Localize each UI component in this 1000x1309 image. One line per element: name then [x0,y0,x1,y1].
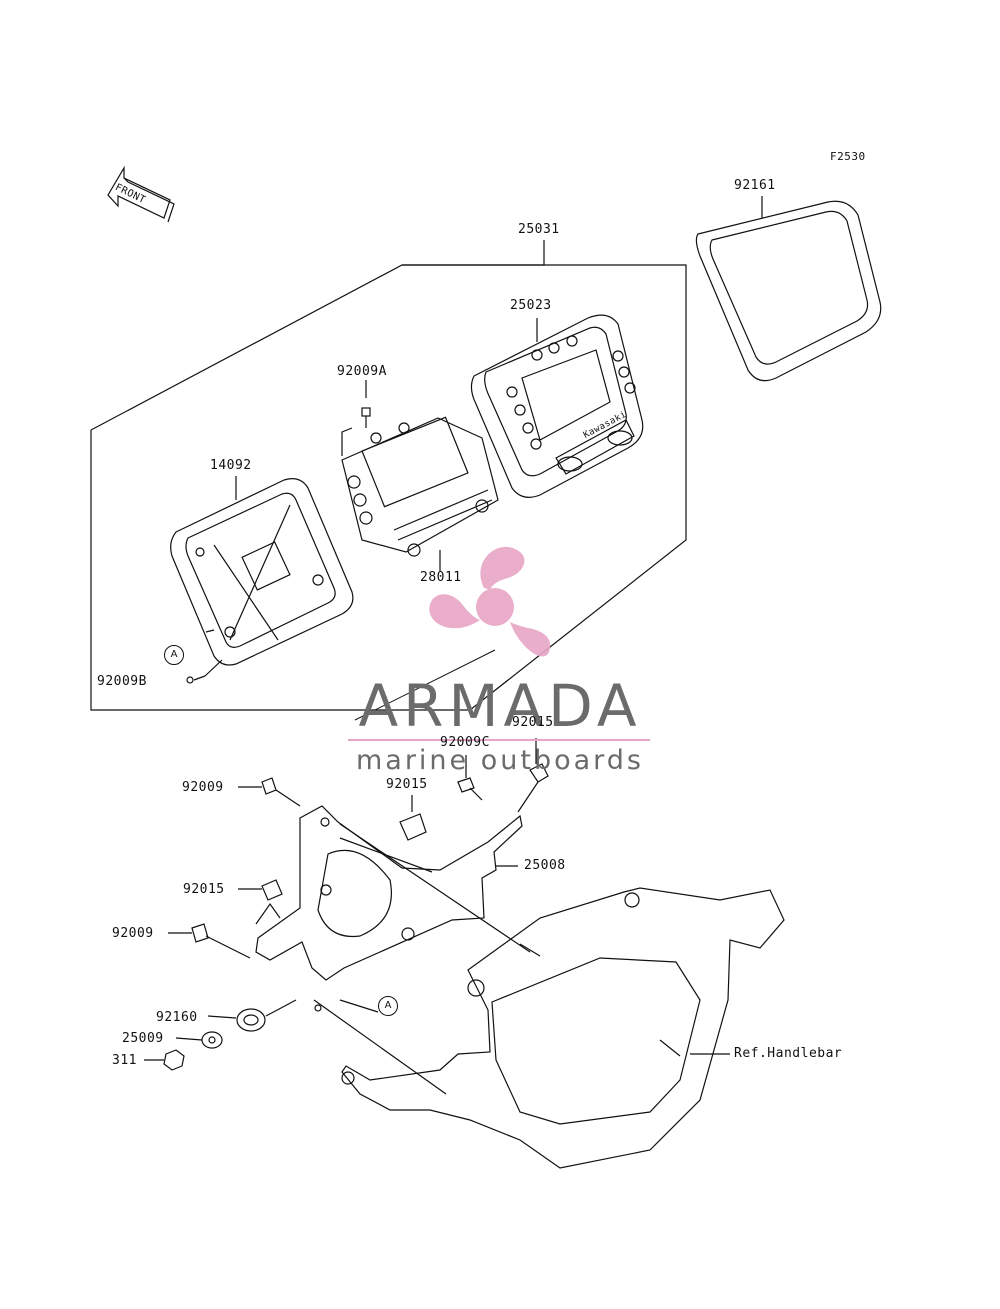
watermark-subtitle: marine outboards [355,745,644,776]
part-label-92009A[interactable]: 92009A [337,364,387,379]
figure-code: F2530 [830,150,866,163]
callout-a-upper: A [164,645,184,665]
part-label-92161[interactable]: 92161 [734,178,776,193]
part-label-92160[interactable]: 92160 [156,1010,198,1025]
handlebar-cover [313,823,785,1169]
gasket-ring-92161 [695,196,882,382]
nut-311 [144,1049,185,1071]
screw-92009C [457,755,483,801]
part-label-28011[interactable]: 28011 [420,570,462,585]
screw-92009-top [238,777,301,807]
assembly-box-outline [90,264,687,711]
part-label-25008[interactable]: 25008 [524,858,566,873]
clip-92015-top [517,738,549,813]
circuit-board-28011 [341,416,499,572]
part-label-92009-top[interactable]: 92009 [182,780,224,795]
callout-a-lower: A [378,996,398,1016]
part-label-311[interactable]: 311 [112,1053,137,1068]
part-label-92015-top[interactable]: 92015 [512,715,554,730]
part-label-14092[interactable]: 14092 [210,458,252,473]
part-label-92015-left[interactable]: 92015 [183,882,225,897]
front-arrow-icon [107,165,175,223]
reference-label-handlebar[interactable]: Ref.Handlebar [734,1046,843,1061]
grommet-92160 [207,999,297,1032]
part-label-25023[interactable]: 25023 [510,298,552,313]
meter-case-14092 [170,476,354,666]
washer-25009 [175,1031,223,1049]
part-label-92009B[interactable]: 92009B [97,674,147,689]
clip-92015-left [238,879,283,925]
meter-cover-25023 [470,314,644,498]
leader-25031 [402,240,545,266]
bracket-25008 [255,805,523,1012]
part-label-25009[interactable]: 25009 [122,1031,164,1046]
watermark-title: ARMADA [358,672,642,740]
part-label-92015-mid[interactable]: 92015 [386,777,428,792]
screw-92009-left [168,923,251,959]
part-label-92009-left[interactable]: 92009 [112,926,154,941]
part-label-92009C[interactable]: 92009C [440,735,490,750]
screw-92009B [186,659,223,684]
armada-logo-icon [429,546,551,657]
screw-92009A [341,380,371,456]
part-label-25031[interactable]: 25031 [518,222,560,237]
clip-92015-mid [399,795,427,841]
